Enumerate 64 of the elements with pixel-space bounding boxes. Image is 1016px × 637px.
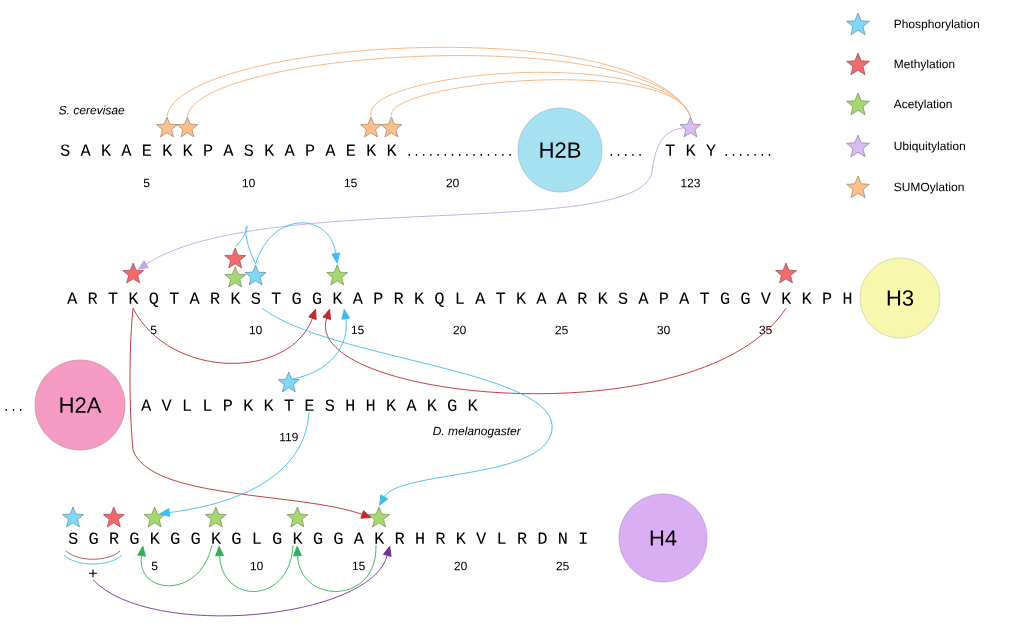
plus-sign: + [89, 569, 97, 578]
position-number: 25 [555, 325, 568, 335]
position-number: 5 [150, 325, 157, 335]
arrow [159, 411, 310, 517]
modification-star [224, 247, 246, 269]
amino-acid-sequence: A V L L P K K T E S H H K A K G K [141, 399, 478, 411]
arrow [261, 307, 553, 506]
modification-star [244, 264, 267, 286]
position-number: 20 [446, 178, 459, 188]
amino-acid-sequence: S A K A E K K P A S K A P A E K K [60, 144, 397, 156]
position-number: 119 [280, 432, 298, 442]
ellipsis: ....... [725, 154, 771, 156]
species-name: D. melanogaster [433, 426, 522, 438]
arrow [292, 308, 351, 380]
modification-star [286, 506, 309, 528]
position-number: 25 [556, 561, 569, 571]
modification-star [122, 262, 144, 284]
position-number: 20 [454, 561, 467, 571]
arrow [137, 544, 213, 587]
arrow [322, 307, 787, 394]
modification-star [224, 266, 246, 288]
arrow [255, 222, 341, 265]
amino-acid-sequence: T K Y [665, 144, 716, 156]
amino-acid-sequence: S G R G K G G K G L G K G G A K R H R K V L R D N I [68, 532, 587, 544]
position-number: 5 [151, 561, 158, 571]
position-number: 35 [759, 325, 772, 335]
position-number: 15 [344, 178, 357, 188]
modification-star [103, 506, 125, 528]
ellipsis: ............... [408, 154, 511, 156]
position-number: 123 [681, 178, 700, 188]
legend-label: Phosphorylation [894, 19, 979, 31]
modification-star [326, 264, 349, 286]
legend-label: Ubiquitylation [894, 141, 965, 153]
modification-star [775, 262, 797, 284]
modification-star [62, 506, 84, 528]
legend-label: SUMOylation [894, 182, 964, 194]
position-number: 15 [351, 325, 364, 335]
arrow [129, 307, 372, 519]
modification-star [278, 371, 300, 393]
modification-star [156, 116, 178, 138]
position-number: 5 [143, 178, 150, 188]
legend-label: Methylation [894, 59, 955, 71]
amino-acid-sequence: A R T K Q T A R K S T G G K A P R K Q L A T K A A R K S A P A T G G V K K P H [67, 292, 852, 307]
ellipsis: ... [5, 409, 22, 411]
species-name: S. cerevisae [59, 105, 125, 115]
position-number: 10 [249, 325, 262, 335]
arrow [92, 545, 392, 617]
modification-star [143, 506, 166, 528]
arrow [215, 544, 294, 592]
arrow [137, 127, 684, 270]
position-number: 20 [453, 325, 466, 335]
modification-star [380, 116, 403, 138]
modification-star [360, 116, 382, 138]
modification-star [368, 506, 390, 528]
arrow [132, 307, 317, 364]
modification-star [679, 116, 702, 138]
position-number: 10 [250, 561, 263, 571]
position-number: 30 [657, 325, 670, 335]
position-number: 15 [352, 561, 365, 571]
arrow [293, 544, 377, 592]
legend-label: Acetylation [893, 99, 952, 111]
modification-star [205, 506, 227, 528]
modification-star [176, 116, 199, 138]
position-number: 10 [242, 178, 255, 188]
